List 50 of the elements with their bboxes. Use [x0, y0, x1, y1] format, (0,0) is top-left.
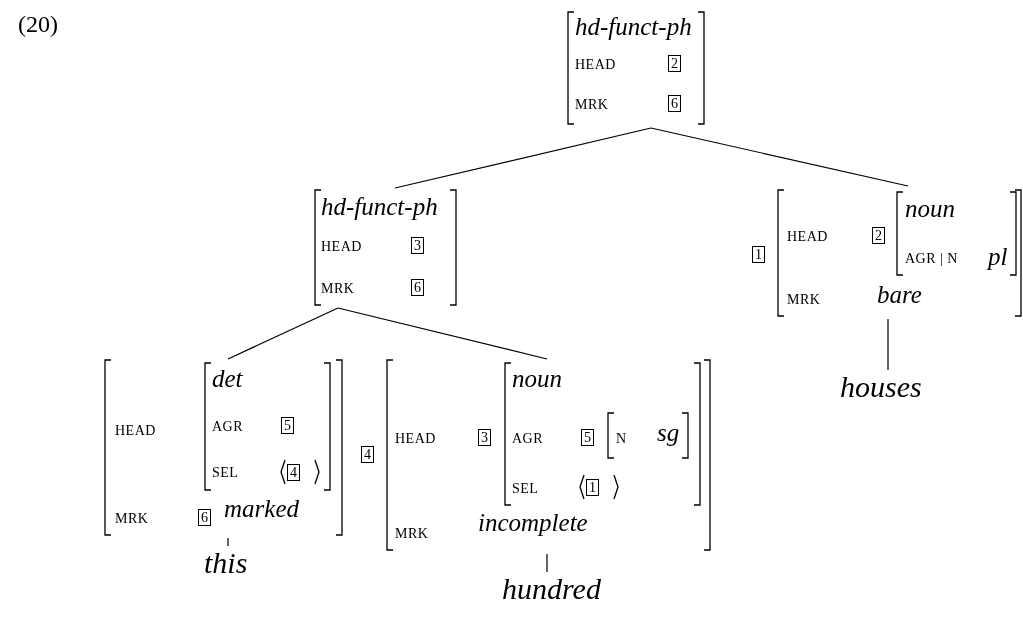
feature-name: AGR | N — [905, 252, 958, 266]
feature-name: AGR — [512, 432, 544, 446]
tag-number: 1 — [752, 246, 765, 263]
feature-name: MRK — [575, 98, 609, 112]
feature-value: marked — [224, 496, 299, 521]
tree-branch — [227, 307, 339, 360]
tag-number: 5 — [281, 417, 294, 434]
tag-number: 5 — [581, 429, 594, 446]
leaf-word: houses — [840, 372, 922, 402]
example-number: (20) — [18, 12, 58, 36]
tag-number: 6 — [411, 279, 424, 296]
tag-number: 2 — [872, 227, 885, 244]
type-label: hd-funct-ph — [321, 194, 438, 219]
tag-number: 2 — [668, 55, 681, 72]
feature-value: sg — [657, 420, 680, 445]
feature-name: AGR — [212, 420, 244, 434]
type-label: hd-funct-ph — [575, 14, 692, 39]
feature-name: HEAD — [787, 230, 828, 244]
feature-value: incomplete — [478, 510, 588, 535]
tag-number: 1 — [586, 479, 599, 496]
feature-name: HEAD — [115, 424, 156, 438]
leaf-word: hundred — [502, 574, 601, 604]
feature-value: pl — [988, 244, 1008, 269]
tag-number: 6 — [668, 95, 681, 112]
tag-number: 3 — [411, 237, 424, 254]
feature-value: det — [212, 366, 243, 391]
feature-name: MRK — [395, 527, 429, 541]
tag-number: 4 — [287, 464, 300, 481]
tree-branch — [887, 318, 889, 371]
feature-name: MRK — [321, 282, 355, 296]
leaf-word: this — [204, 548, 248, 578]
feature-name: HEAD — [321, 240, 362, 254]
tag-number: 6 — [198, 509, 211, 526]
feature-value: noun — [905, 196, 955, 221]
tree-branch — [394, 127, 652, 189]
feature-name: N — [616, 432, 627, 446]
feature-name: MRK — [115, 512, 149, 526]
feature-name: HEAD — [575, 58, 616, 72]
feature-name: HEAD — [395, 432, 436, 446]
tree-branch — [227, 537, 229, 547]
feature-name: MRK — [787, 293, 821, 307]
feature-value: bare — [877, 282, 922, 307]
feature-name: SEL — [512, 482, 539, 496]
feature-value: noun — [512, 366, 562, 391]
tree-branch — [546, 553, 548, 573]
tree-branch — [337, 307, 548, 360]
tree-branch — [650, 127, 909, 187]
tag-number: 3 — [478, 429, 491, 446]
feature-name: SEL — [212, 466, 239, 480]
tag-number: 4 — [361, 446, 374, 463]
